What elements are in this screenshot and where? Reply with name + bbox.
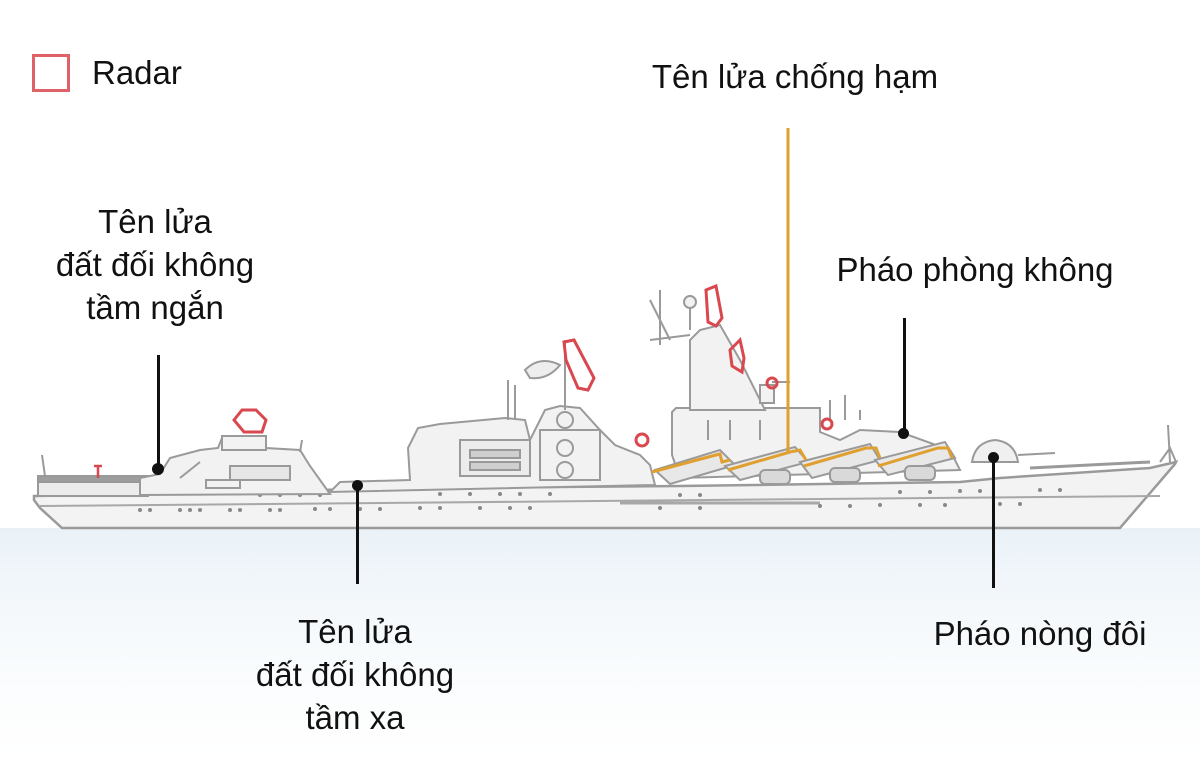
legend-label: Radar — [92, 54, 182, 91]
midship-superstructure — [327, 380, 657, 494]
anti-ship-missile-highlight — [651, 128, 954, 474]
small-radar-bridge — [765, 376, 779, 390]
label-line: Pháo nòng đôi — [933, 615, 1147, 652]
sea-background — [0, 528, 1200, 759]
label-twin-barrel-gun: Pháo nòng đôi — [900, 612, 1180, 655]
label-anti-aircraft-gun: Pháo phòng không — [800, 248, 1150, 291]
hull-lines — [39, 495, 1161, 507]
label-line: Tên lửa — [98, 203, 212, 240]
twin-gun-turret — [970, 438, 1056, 463]
label-line: đất đối không — [55, 246, 255, 283]
label-line: đất đối không — [255, 656, 455, 693]
mast-one-radar — [562, 338, 596, 392]
main-mast-radar — [704, 283, 724, 328]
label-line: tầm xa — [305, 699, 405, 736]
stern-deck — [37, 454, 149, 497]
small-radar-fore — [820, 417, 834, 431]
leader-short-range-sam — [157, 355, 160, 467]
leader-long-range-sam-dot — [352, 480, 363, 491]
leader-short-range-sam-dot — [152, 463, 164, 475]
label-line: Tên lửa — [298, 613, 412, 650]
radar-legend-square-icon — [32, 54, 70, 92]
small-radar-mid — [634, 432, 650, 448]
aft-superstructure — [139, 435, 332, 497]
bow-details — [1029, 424, 1177, 470]
label-line: tầm ngắn — [86, 289, 224, 326]
mast-one — [523, 340, 566, 410]
leader-twin-barrel-gun — [992, 458, 995, 588]
portholes — [138, 488, 1062, 512]
label-short-range-sam: Tên lửa đất đối không tầm ngắn — [20, 200, 290, 329]
label-anti-ship-missile: Tên lửa chống hạm — [620, 55, 970, 98]
label-line: Pháo phòng không — [836, 251, 1114, 288]
leader-anti-aircraft-gun — [903, 318, 906, 432]
mast-radar-second — [728, 337, 746, 375]
label-line: Tên lửa chống hạm — [651, 58, 939, 95]
label-long-range-sam: Tên lửa đất đối không tầm xa — [220, 610, 490, 739]
legend: Radar — [32, 54, 182, 92]
stern-marker — [94, 464, 102, 478]
leader-long-range-sam — [356, 484, 359, 584]
aft-radar — [232, 408, 268, 434]
missile-tubes — [653, 440, 957, 486]
leader-twin-barrel-gun-dot — [988, 452, 999, 463]
leader-anti-aircraft-gun-dot — [898, 428, 909, 439]
